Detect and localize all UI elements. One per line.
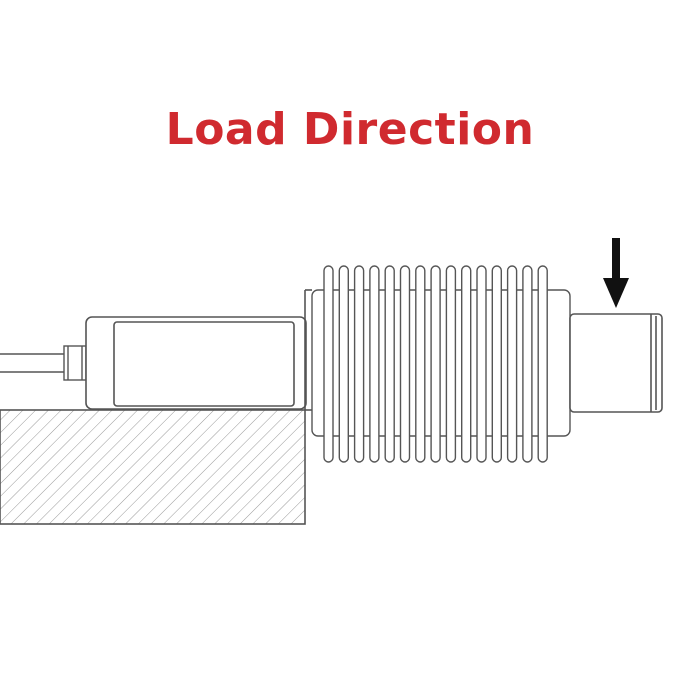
sensor-body (85, 289, 312, 411)
cable-gland (63, 345, 87, 381)
bellows-fin (506, 265, 518, 463)
down-arrow-icon (603, 238, 629, 308)
cable (0, 353, 64, 373)
load-shaft (569, 313, 663, 413)
bellows-fin (445, 265, 457, 463)
mounting-base (0, 409, 306, 525)
bellows-fin (522, 265, 533, 463)
bellows-fin (353, 265, 365, 463)
bellows-fin (323, 265, 334, 463)
bellows-fin (399, 265, 411, 463)
diagram-title: Load Direction (165, 104, 535, 155)
bellows-fin (491, 265, 502, 463)
bellows-fin (415, 265, 426, 463)
bellows-fin (537, 265, 548, 463)
bellows-fin (461, 265, 472, 463)
bellows-fins (311, 265, 571, 463)
bellows-fin (369, 265, 380, 463)
bellows-fin (430, 265, 441, 463)
bellows-fin (476, 265, 487, 463)
bellows-fin (338, 265, 349, 463)
bellows-fin (384, 265, 395, 463)
